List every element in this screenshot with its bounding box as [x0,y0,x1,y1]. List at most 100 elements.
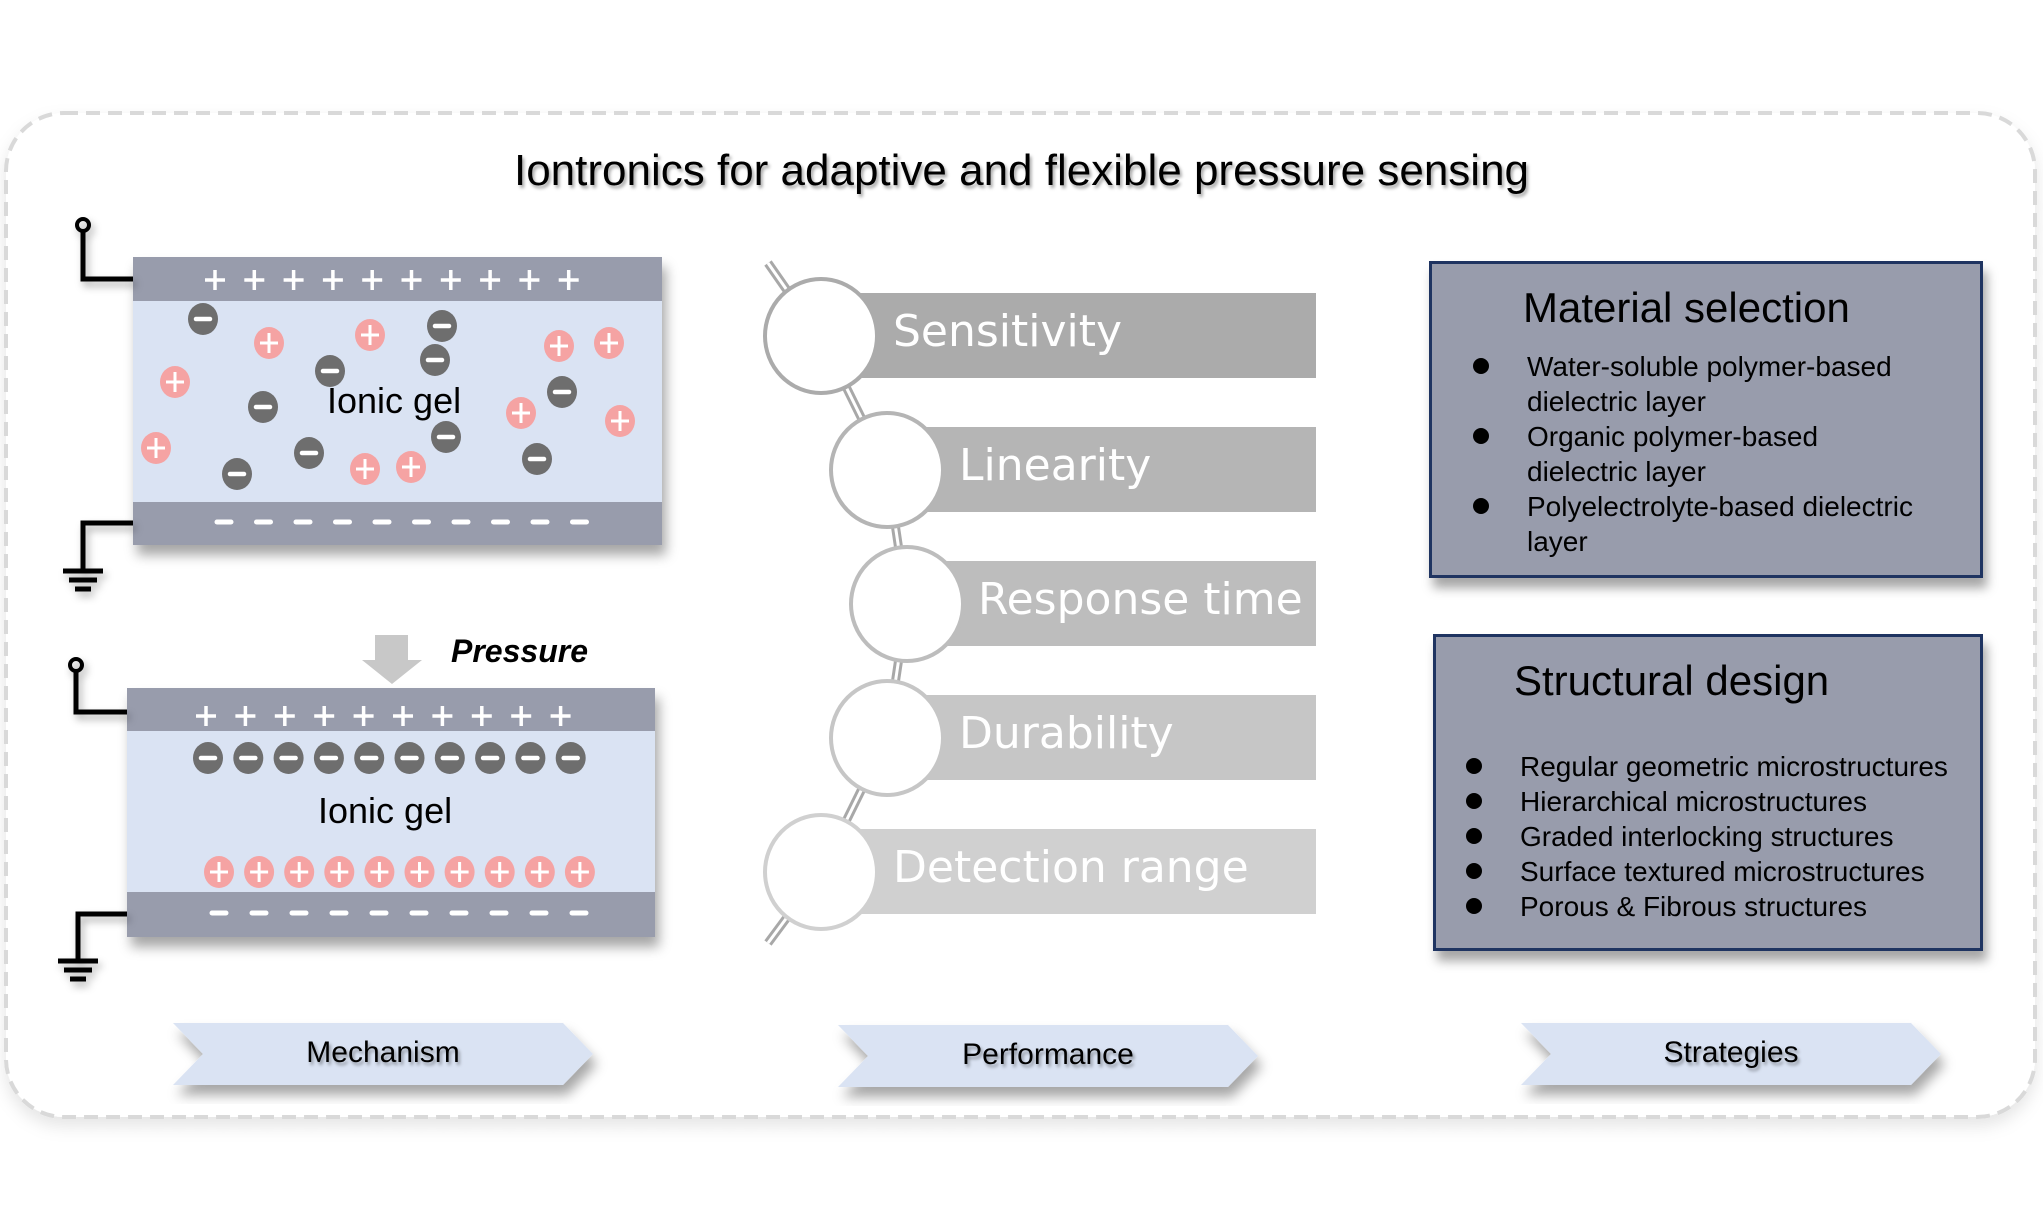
negative-ion-icon [522,443,552,475]
negative-ion-icon [248,391,278,423]
structural-item: Porous & Fibrous structures [1466,889,1976,924]
positive-ion-icon [355,319,385,351]
bullet-icon [1466,793,1482,809]
pressure-arrow-icon [362,635,422,684]
top-electrode [127,688,655,731]
negative-ion-icon [394,742,425,774]
ionic-gel-label: Ionic gel [318,790,453,831]
accumulated-negative-ions [193,742,586,774]
plus-charge-icon [235,706,256,726]
performance-bar [841,293,1316,378]
material-selection-title: Material selection [1523,284,1850,331]
positive-ion-icon [284,856,315,888]
performance-bar [927,561,1316,646]
material-item: Polyelectrolyte-based dielectric layer [1473,489,1973,559]
negative-ion-icon [188,303,218,335]
stage-label-mechanism: Mechanism [306,1036,460,1069]
stage-label-performance: Performance [962,1038,1134,1071]
plus-charge-icon [322,270,343,290]
material-item: Water-soluble polymer-based dielectric l… [1473,349,1973,419]
bullet-icon [1473,358,1489,374]
performance-label-linearity: Linearity [959,440,1152,491]
dispersed-ions [141,303,635,490]
structural-item: Hierarchical microstructures [1466,784,1976,819]
negative-ion-icon [294,437,324,469]
positive-ion-icon [396,451,426,483]
terminal-icon [68,657,127,715]
bullet-icon [1466,898,1482,914]
performance-bar [907,427,1316,512]
pressure-label: Pressure [451,633,588,669]
negative-ion-icon [273,742,304,774]
capacitor-under-pressure [58,635,655,982]
bullet-icon [1473,498,1489,514]
plus-charge-icon [283,270,304,290]
stage-chevron [838,1025,1258,1087]
positive-ion-icon [364,856,395,888]
performance-node-icon [829,411,945,529]
positive-ion-icon [160,366,190,398]
negative-ion-icon [555,742,586,774]
ground-icon [63,520,133,592]
performance-label-detection-range: Detection range [893,842,1249,893]
positive-ion-icon [350,453,380,485]
plus-charge-icon [205,270,225,290]
plus-charge-icon [480,270,501,290]
negative-ion-icon [233,742,264,774]
performance-node-icon [849,545,965,663]
plus-charge-icon [244,270,265,290]
positive-ion-icon [204,856,234,888]
negative-ion-icon [475,742,506,774]
positive-ion-icon [605,405,635,437]
plus-charge-icon [196,706,216,726]
positive-ion-icon [444,856,475,888]
positive-ion-icon [506,397,536,429]
performance-label-sensitivity: Sensitivity [893,306,1123,357]
structural-design-title: Structural design [1514,657,1830,704]
negative-ion-icon [420,344,450,376]
negative-ion-icon [547,376,577,408]
plus-charge-icon [519,270,540,290]
ionic-gel-label: Ionic gel [327,380,462,421]
negative-ion-icon [222,458,252,490]
negative-ion-icon [431,421,461,453]
performance-node-icon [829,679,945,797]
accumulated-positive-ions [204,856,595,888]
performance-label-response-time: Response time [978,574,1303,625]
page-title: Iontronics for adaptive and flexible pre… [513,146,1530,195]
bullet-icon [1466,828,1482,844]
bullet-icon [1473,428,1489,444]
performance-chain [763,260,1316,946]
negative-ion-icon [434,742,465,774]
bullet-icon [1466,863,1482,879]
stage-chevrons [173,1023,1941,1087]
performance-bar [841,829,1316,914]
positive-ion-icon [524,856,555,888]
performance-node-icon [763,277,879,395]
plus-charge-icon [401,270,422,290]
plus-charge-icon [440,270,461,290]
plus-charge-icon [432,706,453,726]
negative-ion-icon [313,742,344,774]
bullet-icon [1466,758,1482,774]
terminal-icon [75,217,133,282]
stage-chevron [1521,1023,1941,1085]
positive-ion-icon [141,432,171,464]
stage-chevron [173,1023,593,1085]
structural-item: Regular geometric microstructures [1466,749,1976,784]
performance-label-durability: Durability [959,708,1174,759]
positive-ion-icon [564,856,595,888]
performance-bar [907,695,1316,780]
plus-charge-icon [471,706,492,726]
negative-ion-icon [427,310,457,342]
positive-ion-icon [404,856,435,888]
plus-charge-icon [314,706,335,726]
plus-charge-icon [558,270,579,290]
capacitor-before-pressure [63,217,662,592]
top-electrode-charges [205,270,579,290]
plus-charge-icon [393,706,413,726]
positive-ion-icon [324,856,355,888]
positive-ion-icon [484,856,515,888]
positive-ion-icon [244,856,275,888]
structural-item: Surface textured microstructures [1466,854,1976,889]
